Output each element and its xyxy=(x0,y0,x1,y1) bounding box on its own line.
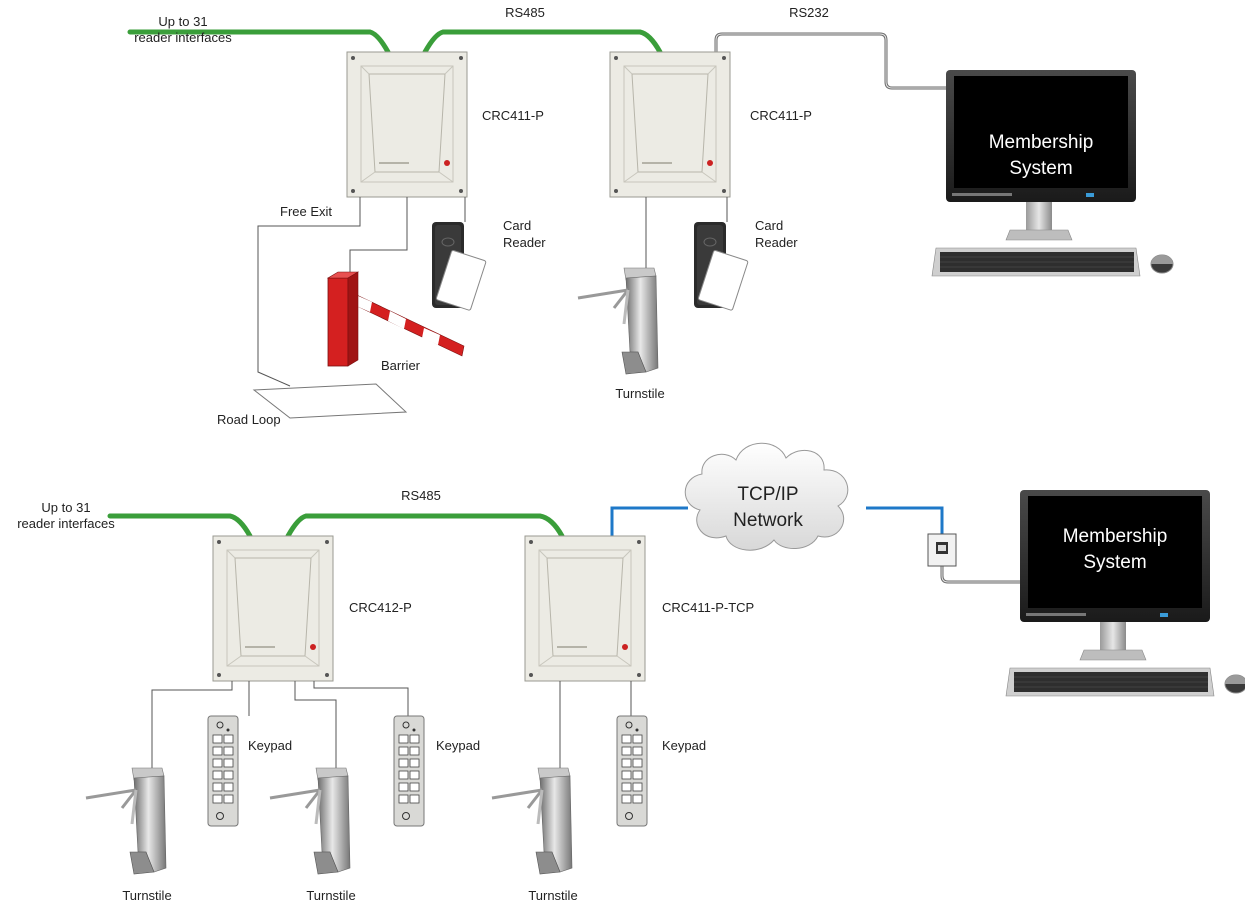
turnstile-label-bottom-1: Turnstile xyxy=(122,888,171,903)
controller-label-top-1: CRC411-P xyxy=(482,108,544,123)
controller-label-bottom-1: CRC412-P xyxy=(349,600,412,615)
rs485-bus-bottom xyxy=(107,513,565,539)
free-exit-wire xyxy=(257,197,361,387)
reader-interfaces-label-bottom-2: reader interfaces xyxy=(17,516,115,531)
card-reader-label-top-2b: Reader xyxy=(755,235,798,250)
network-label-1: TCP/IP xyxy=(737,484,798,505)
top-diagram: Up to 31 reader interfaces RS485 RS232 C… xyxy=(127,5,1174,427)
barrier-label: Barrier xyxy=(381,358,421,373)
rs232-cable xyxy=(714,32,946,90)
bottom-diagram: Up to 31 reader interfaces RS485 TCP/IP … xyxy=(17,442,1245,903)
controller-label-bottom-2: CRC411-P-TCP xyxy=(662,600,754,615)
computer-monitor-icon-bottom xyxy=(1005,489,1245,697)
controller-cabinet-top-1 xyxy=(346,51,468,198)
turnstile-icon-bottom-2 xyxy=(268,766,352,876)
keypad-label-bottom-3: Keypad xyxy=(662,738,706,753)
turnstile-icon-top xyxy=(576,266,660,376)
card-reader-label-top-1a: Card xyxy=(503,218,531,233)
pc-label-top-1: Membership xyxy=(989,132,1094,153)
pc-label-bottom-1: Membership xyxy=(1063,526,1168,547)
controller-cabinet-top-2 xyxy=(609,51,731,198)
card-reader-label-top-1b: Reader xyxy=(503,235,546,250)
keypad-label-bottom-2: Keypad xyxy=(436,738,480,753)
road-loop-label: Road Loop xyxy=(217,412,281,427)
turnstile-icon-bottom-3 xyxy=(490,766,574,876)
controller-cabinet-bottom-1 xyxy=(212,535,334,682)
free-exit-label: Free Exit xyxy=(280,204,332,219)
keypad-icon-bottom-3 xyxy=(616,715,648,827)
keypad-icon-bottom-1 xyxy=(207,715,239,827)
controller-label-top-2: CRC411-P xyxy=(750,108,812,123)
turnstile-wire-bottom-2 xyxy=(294,681,337,770)
cloud-icon xyxy=(684,442,849,551)
rs485-label-top: RS485 xyxy=(505,5,545,20)
tcp-wire-socket xyxy=(866,506,944,534)
card-reader-label-top-2a: Card xyxy=(755,218,783,233)
rs485-bus-top xyxy=(127,29,663,55)
turnstile-label-bottom-3: Turnstile xyxy=(528,888,577,903)
network-wall-socket-icon xyxy=(927,533,957,567)
keypad-wire-bottom-2 xyxy=(313,681,409,716)
controller-cabinet-bottom-2 xyxy=(524,535,646,682)
tcp-wire-controller xyxy=(610,506,688,536)
keypad-label-bottom-1: Keypad xyxy=(248,738,292,753)
rs485-label-bottom: RS485 xyxy=(401,488,441,503)
pc-label-top-2: System xyxy=(1009,158,1072,179)
reader-interfaces-label-top-2: reader interfaces xyxy=(134,30,232,45)
card-reader-icon-top-2 xyxy=(693,221,749,312)
card-reader-icon-top-1 xyxy=(431,221,487,312)
reader-interfaces-label-top-1: Up to 31 xyxy=(158,14,207,29)
turnstile-wire-bottom-1 xyxy=(151,681,233,770)
rs232-label: RS232 xyxy=(789,5,829,20)
reader-interfaces-label-bottom-1: Up to 31 xyxy=(41,500,90,515)
turnstile-label-bottom-2: Turnstile xyxy=(306,888,355,903)
turnstile-icon-bottom-1 xyxy=(84,766,168,876)
pc-label-bottom-2: System xyxy=(1083,552,1146,573)
road-loop-icon xyxy=(252,383,408,419)
barrier-wire xyxy=(349,197,408,272)
barrier-gate-icon xyxy=(326,271,465,367)
keypad-icon-bottom-2 xyxy=(393,715,425,827)
network-label-2: Network xyxy=(733,510,803,531)
turnstile-label-top: Turnstile xyxy=(615,386,664,401)
socket-cable xyxy=(940,566,1020,584)
